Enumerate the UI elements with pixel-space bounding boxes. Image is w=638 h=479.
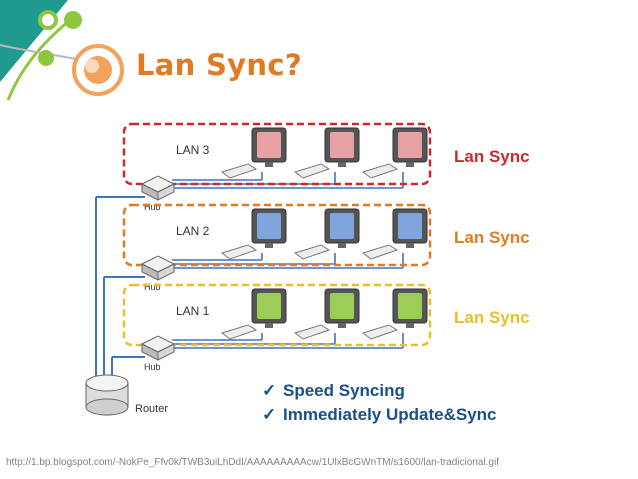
- logo-highlight-icon: [85, 59, 99, 73]
- checkmark-icon: ✓: [262, 381, 276, 400]
- computer-icon: [220, 208, 287, 260]
- hub-icon: Hub: [140, 335, 176, 372]
- lan-sync-label: Lan Sync: [454, 228, 530, 247]
- green-dot-icon: [64, 11, 82, 29]
- hub-label: Hub: [144, 362, 161, 372]
- bullet-text: Speed Syncing: [283, 381, 405, 400]
- computer-icon: [293, 208, 360, 260]
- monitor-screen: [330, 293, 354, 319]
- monitor-screen: [398, 213, 422, 239]
- hub-label: Hub: [144, 282, 161, 292]
- keyboard-icon: [220, 163, 258, 179]
- hub-side: [157, 263, 175, 281]
- slide-title: Lan Sync?: [136, 48, 302, 82]
- monitor-stand: [265, 243, 273, 248]
- monitor-stand: [338, 162, 346, 167]
- router-icon: Router: [85, 374, 168, 416]
- monitor-screen: [257, 213, 281, 239]
- hub-icon: Hub: [140, 175, 176, 212]
- cable-group: [95, 172, 404, 378]
- keyboard-icon: [361, 244, 399, 260]
- computer-icon: [361, 127, 428, 179]
- branch-line: [6, 18, 71, 101]
- computer-icon: [293, 288, 360, 340]
- keyboard-icon: [293, 163, 331, 179]
- monitor-stand: [265, 323, 273, 328]
- keyboard-icon: [361, 324, 399, 340]
- lan-label: LAN 2: [176, 224, 210, 238]
- monitor-stand: [338, 323, 346, 328]
- lan-label: LAN 3: [176, 143, 210, 157]
- keyboard-icon: [220, 324, 258, 340]
- keyboard-icon: [220, 244, 258, 260]
- lan-label: LAN 1: [176, 304, 210, 318]
- small-ring-icon: [38, 10, 58, 30]
- hub-side: [157, 343, 175, 361]
- bullet-text: Immediately Update&Sync: [283, 405, 497, 424]
- computer-icon: [220, 288, 287, 340]
- keyboard-icon: [293, 244, 331, 260]
- lan-boundary-box: [122, 283, 432, 347]
- hub-side: [157, 183, 175, 201]
- router-top: [85, 374, 129, 392]
- computer-icon: [293, 127, 360, 179]
- monitor-screen: [257, 132, 281, 158]
- monitor-stand: [406, 323, 414, 328]
- source-caption[interactable]: http://1.bp.blogspot.com/-NokPe_Ffv0k/TW…: [6, 457, 499, 468]
- monitor-screen: [330, 213, 354, 239]
- lan-boundary-box: [122, 122, 432, 186]
- keyboard-icon: [293, 324, 331, 340]
- monitor-screen: [398, 132, 422, 158]
- computer-icon: [361, 208, 428, 260]
- monitor-stand: [406, 162, 414, 167]
- computer-icon: [361, 288, 428, 340]
- computer-icon: [220, 127, 287, 179]
- hub-icon: Hub: [140, 255, 176, 292]
- monitor-stand: [406, 243, 414, 248]
- green-dot-icon: [38, 50, 54, 66]
- router-base: [85, 398, 129, 416]
- lan-sync-label: Lan Sync: [454, 308, 530, 327]
- router-label: Router: [135, 403, 168, 415]
- monitor-stand: [265, 162, 273, 167]
- monitor-screen: [257, 293, 281, 319]
- monitor-screen: [330, 132, 354, 158]
- keyboard-icon: [361, 163, 399, 179]
- monitor-stand: [338, 243, 346, 248]
- lan-boundary-box: [122, 203, 432, 267]
- hub-label: Hub: [144, 202, 161, 212]
- monitor-screen: [398, 293, 422, 319]
- lan-sync-label: Lan Sync: [454, 147, 530, 166]
- checkmark-icon: ✓: [262, 405, 276, 424]
